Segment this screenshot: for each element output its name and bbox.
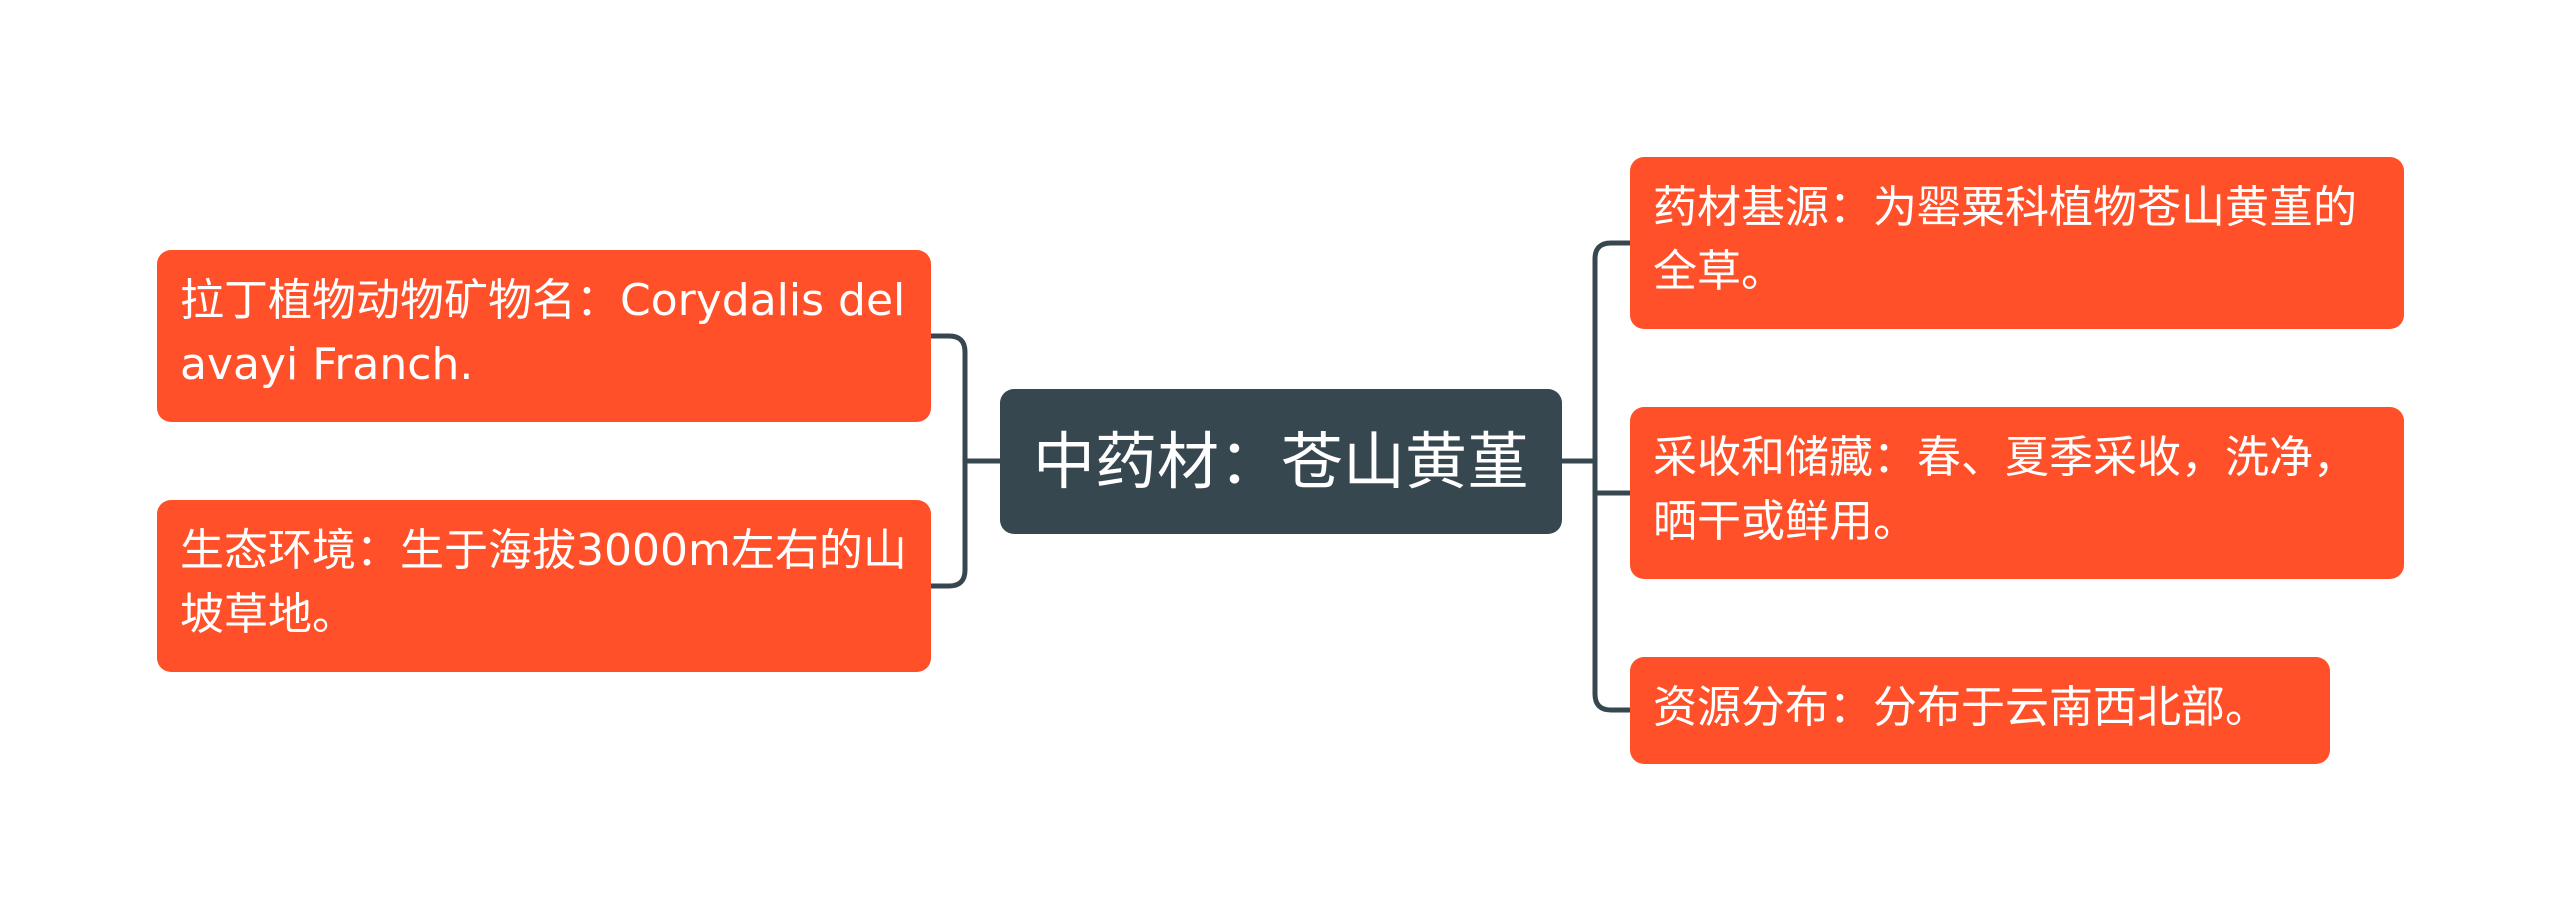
topic-latin-name[interactable]: 拉丁植物动物矿物名：Corydalis delavayi Franch. xyxy=(157,250,931,422)
topic-harvest-storage[interactable]: 采收和储藏：春、夏季采收，洗净，晒干或鲜用。 xyxy=(1630,407,2404,579)
topic-latin-name-label: 拉丁植物动物矿物名：Corydalis delavayi Franch. xyxy=(180,275,906,390)
topic-habitat[interactable]: 生态环境：生于海拔3000m左右的山坡草地。 xyxy=(157,500,931,672)
topic-distribution-label: 资源分布：分布于云南西北部。 xyxy=(1653,682,2269,733)
topic-harvest-storage-label: 采收和储藏：春、夏季采收，洗净，晒干或鲜用。 xyxy=(1653,432,2357,547)
connector-left-bracket xyxy=(928,333,968,589)
connector-right-bracket xyxy=(1592,240,1633,713)
topic-source[interactable]: 药材基源：为罂粟科植物苍山黄堇的全草。 xyxy=(1630,157,2404,329)
topic-habitat-label: 生态环境：生于海拔3000m左右的山坡草地。 xyxy=(180,525,907,640)
topic-source-label: 药材基源：为罂粟科植物苍山黄堇的全草。 xyxy=(1653,182,2357,297)
central-topic[interactable]: 中药材：苍山黄堇 xyxy=(1000,389,1562,534)
topic-distribution[interactable]: 资源分布：分布于云南西北部。 xyxy=(1630,657,2330,764)
central-topic-label: 中药材：苍山黄堇 xyxy=(1032,425,1529,498)
